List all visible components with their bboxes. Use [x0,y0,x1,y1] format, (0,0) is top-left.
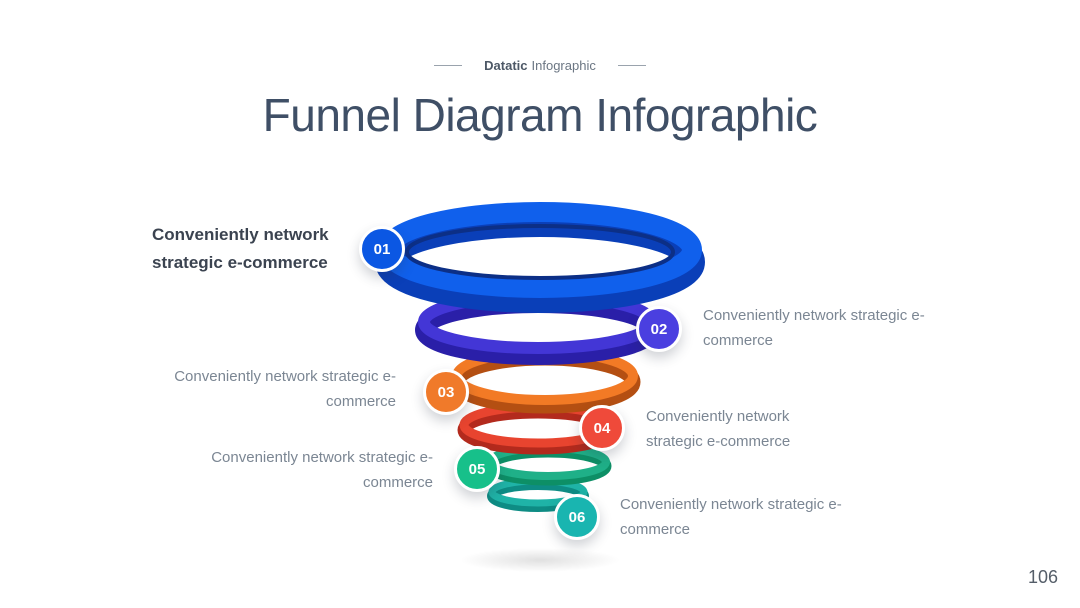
step-01-label: Conveniently network strategic e-commerc… [152,225,329,272]
step-04-badge: 04 [579,405,625,451]
step-05-badge: 05 [454,446,500,492]
step-06-badge: 06 [554,494,600,540]
subtitle-row: Datatic Infographic [0,58,1080,73]
left-dash [434,65,463,66]
funnel-ring-01 [375,202,705,313]
step-02-badge: 02 [636,306,682,352]
step-03-badge: 03 [423,369,469,415]
step-06-label: Conveniently network strategic e-commerc… [620,496,842,538]
step-05-label: Conveniently network strategic e-commerc… [211,449,433,491]
brand-tagline: Infographic [531,58,596,73]
page-title: Funnel Diagram Infographic [262,89,818,141]
page-number: 106 [1027,567,1058,587]
right-dash [617,65,646,66]
step-04-label: Conveniently network strategic e-commerc… [646,408,791,450]
brand-name: Datatic [484,58,528,73]
step-02-label: Conveniently network strategic e-commerc… [703,307,925,349]
step-01-badge: 01 [359,226,405,272]
step-03-label: Conveniently network strategic e-commerc… [174,368,396,410]
funnel-shadow [460,548,620,572]
